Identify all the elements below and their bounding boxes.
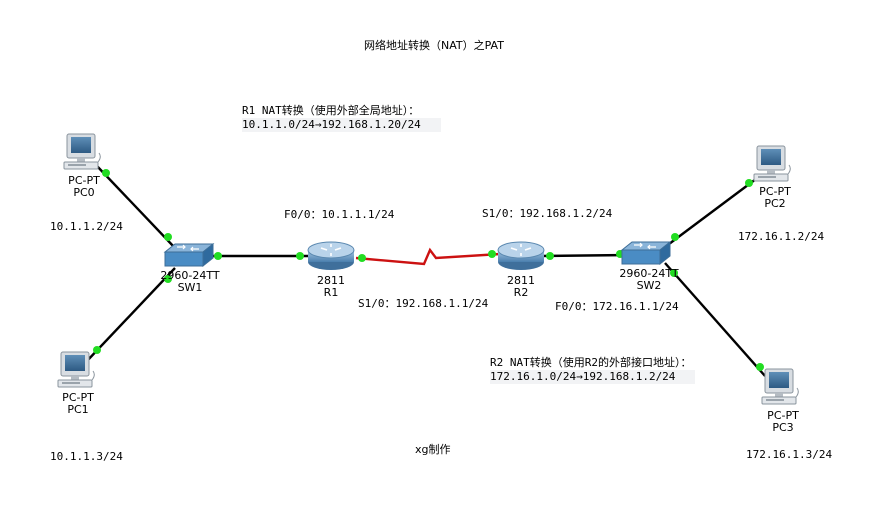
r2-label: 2811 R2 <box>507 275 535 299</box>
port-pc3 <box>756 363 764 371</box>
port-r1-s10 <box>358 254 366 262</box>
pc3-name: PC3 <box>772 421 794 434</box>
port-pc2 <box>745 179 753 187</box>
author-credit: xg制作 <box>415 443 451 456</box>
pc2-model: PC-PT <box>759 185 791 198</box>
pc0-label: PC-PT PC0 <box>68 175 100 199</box>
r2-s10-address: S1/0：192.168.1.2/24 <box>482 207 613 220</box>
pc1-name: PC1 <box>67 403 89 416</box>
port-r2-s10 <box>488 250 496 258</box>
r1-name: R1 <box>323 286 339 299</box>
pc2-icon[interactable] <box>752 145 792 185</box>
r1-icon[interactable] <box>306 240 356 272</box>
r1-f00-address: F0/0：10.1.1.1/24 <box>284 208 395 221</box>
diagram-title: 网络地址转换（NAT）之PAT <box>364 39 504 52</box>
r1-label: 2811 R1 <box>317 275 345 299</box>
link-pc1-sw1 <box>85 267 176 363</box>
pc3-model: PC-PT <box>767 409 799 422</box>
link-sw2-pc2 <box>664 175 761 248</box>
pc0-model: PC-PT <box>68 174 100 187</box>
port-sw2-c <box>670 269 678 277</box>
r1-nat-note-title: R1 NAT转换（使用外部全局地址）： <box>242 104 420 117</box>
sw2-name: SW2 <box>636 279 662 292</box>
r1-s10-address: S1/0：192.168.1.1/24 <box>358 297 489 310</box>
port-sw1-b <box>164 275 172 283</box>
sw2-model: 2960-24TT <box>619 267 679 280</box>
r2-nat-note: R2 NAT转换（使用R2的外部接口地址）： 172.16.1.0/24→192… <box>490 356 696 384</box>
r2-nat-note-mapping: 172.16.1.0/24→192.168.1.2/24 <box>490 370 696 384</box>
sw1-name: SW1 <box>177 281 203 294</box>
pc0-address: 10.1.1.2/24 <box>50 220 123 233</box>
pc2-label: PC-PT PC2 <box>759 186 791 210</box>
link-pc0-sw1 <box>95 164 176 249</box>
pc1-icon[interactable] <box>56 351 96 391</box>
r2-nat-note-title: R2 NAT转换（使用R2的外部接口地址）： <box>490 356 692 369</box>
pc3-icon[interactable] <box>760 368 800 408</box>
pc2-name: PC2 <box>764 197 786 210</box>
link-sw2-pc3 <box>664 262 766 377</box>
sw1-model: 2960-24TT <box>160 269 220 282</box>
r2-name: R2 <box>513 286 529 299</box>
pc2-address: 172.16.1.2/24 <box>738 230 825 243</box>
pc0-icon[interactable] <box>62 133 102 173</box>
sw2-label: 2960-24TT SW2 <box>619 268 678 292</box>
port-pc1 <box>93 346 101 354</box>
port-sw1-a <box>164 233 172 241</box>
pc1-address: 10.1.1.3/24 <box>50 450 123 463</box>
pc3-label: PC-PT PC3 <box>767 410 799 434</box>
sw2-icon[interactable] <box>620 240 672 266</box>
port-sw1-c <box>214 252 222 260</box>
r2-model: 2811 <box>507 274 535 287</box>
r1-model: 2811 <box>317 274 345 287</box>
link-r2-sw2 <box>539 253 631 258</box>
r2-f00-address: F0/0：172.16.1.1/24 <box>555 300 679 313</box>
port-pc0 <box>102 169 110 177</box>
port-r1-f00 <box>296 252 304 260</box>
r1-nat-note: R1 NAT转换（使用外部全局地址）： 10.1.1.0/24→192.168.… <box>242 104 441 132</box>
r1-nat-note-mapping: 10.1.1.0/24→192.168.1.20/24 <box>242 118 441 132</box>
pc3-address: 172.16.1.3/24 <box>746 448 833 461</box>
port-r2-f00 <box>546 252 554 260</box>
pc1-model: PC-PT <box>62 391 94 404</box>
r2-icon[interactable] <box>496 240 546 272</box>
port-sw2-b <box>671 233 679 241</box>
pc1-label: PC-PT PC1 <box>62 392 94 416</box>
sw1-label: 2960-24TT SW1 <box>160 270 219 294</box>
pc0-name: PC0 <box>73 186 95 199</box>
sw1-icon[interactable] <box>163 242 215 268</box>
link-r1-r2-serial <box>355 247 501 266</box>
